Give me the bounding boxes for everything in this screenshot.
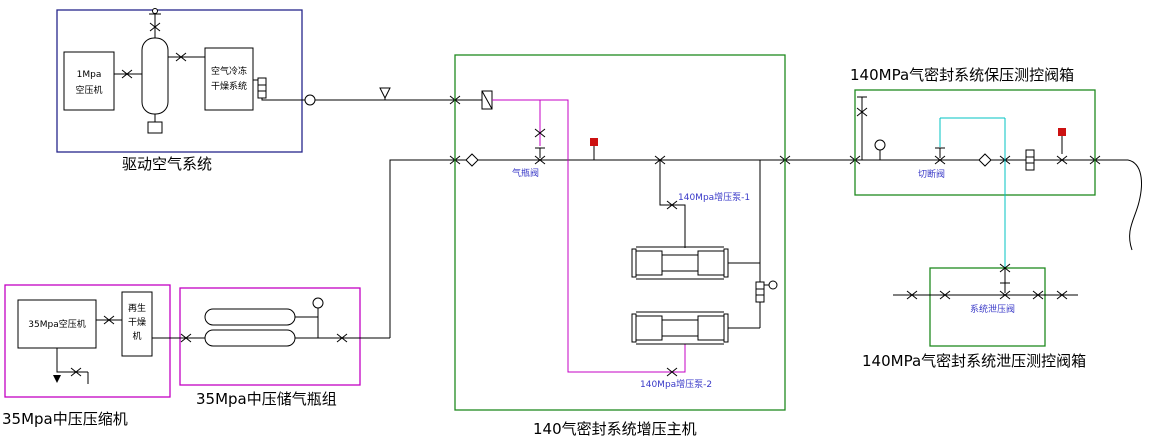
auto-drain	[147, 121, 163, 134]
pump-tie-rods	[636, 246, 724, 280]
pump-cylinder	[697, 250, 725, 276]
drive-air-line	[302, 87, 461, 106]
actuated-valve-icon	[999, 282, 1011, 300]
system-relief-valve-label: 系统泄压阀	[970, 303, 1015, 315]
booster-pump1-label: 140Mpa增压泵-1	[678, 191, 750, 203]
cylinder-valve-label: 气瓶阀	[512, 167, 539, 179]
filter-icon	[1025, 149, 1035, 171]
filter-icon	[257, 77, 267, 99]
compressor-35mpa-label: 35Mpa空压机	[28, 318, 85, 330]
pump-body	[661, 254, 699, 272]
mp-compressor-box	[4, 284, 171, 398]
outlet-hose	[1127, 159, 1142, 251]
pilot-line	[939, 117, 1006, 268]
drain-pipe	[56, 348, 89, 384]
gauge-icon	[312, 297, 324, 318]
hold-box	[854, 89, 1096, 196]
regulator-icon	[481, 90, 493, 110]
drive-air-system: 1Mpa 空压机 空气冷冻 干燥系统 驱动空气系统	[56, 8, 303, 173]
check-valve-icon	[978, 153, 992, 167]
pump-cylinder	[635, 250, 663, 276]
section-title-mp-storage: 35Mpa中压储气瓶组	[196, 390, 337, 408]
pump-end-plate	[631, 248, 637, 278]
drive-air-box	[56, 9, 303, 153]
booster-pump2-label: 140Mpa增压泵-2	[640, 378, 712, 390]
compressor-1mpa-box	[63, 51, 115, 111]
gas-cylinder-1	[204, 308, 296, 326]
regen-dryer-label-2: 干燥	[128, 317, 146, 328]
gauge-icon	[768, 280, 778, 290]
section-title-relief-box: 140MPa气密封系统泄压测控阀箱	[862, 352, 1086, 370]
check-valve-icon	[465, 153, 479, 167]
freeze-dryer-label-1: 空气冷冻	[211, 65, 247, 77]
section-title-drive-air: 驱动空气系统	[122, 155, 212, 173]
gas-cylinder-2	[204, 329, 296, 347]
compressor-35mpa-box	[17, 299, 97, 349]
pump-body	[661, 319, 699, 337]
tank-vent-pipe	[149, 13, 161, 38]
relief-pipe	[893, 268, 1078, 296]
mp-compressor-system: 35Mpa空压机 再生 干燥 机 35Mpa中压压缩机	[2, 284, 171, 428]
vent-stub-pipe	[857, 96, 867, 160]
section-title-booster-host: 140气密封系统增压主机	[533, 420, 697, 438]
pressure-hold-valve-box: 140MPa气密封系统保压测控阀箱 切断阀	[850, 66, 1096, 268]
booster-host-system: 140Mpa增压泵-1 140Mpa增压泵-2 140气密封系统增压主机	[454, 54, 786, 438]
gauge-icon	[874, 139, 886, 151]
relief-box	[929, 267, 1046, 347]
freeze-dryer-box	[204, 47, 254, 111]
compressor-1mpa-label-1: 1Mpa	[77, 70, 102, 80]
pump-end-plate	[723, 313, 729, 343]
air-drive-pipe	[492, 99, 686, 373]
regen-dryer-label-1: 再生	[128, 302, 146, 314]
regen-dryer-box	[121, 291, 153, 357]
drain-arrow-icon	[53, 375, 61, 383]
pump-output-pipe	[728, 160, 761, 329]
manifold-pipe	[295, 316, 319, 338]
section-title-hold-box: 140MPa气密封系统保压测控阀箱	[850, 66, 1074, 84]
freeze-dryer-label-2: 干燥系统	[211, 80, 247, 92]
pump-tie-rods	[636, 311, 724, 345]
gauge-icon	[304, 94, 316, 106]
cutoff-valve-label: 切断阀	[918, 168, 945, 180]
mp-storage-system: 35Mpa中压储气瓶组	[152, 287, 390, 408]
vent-cap-icon	[152, 8, 158, 14]
section-title-mp-compressor: 35Mpa中压压缩机	[2, 410, 128, 428]
pump-end-plate	[631, 313, 637, 343]
pump-cylinder	[697, 315, 725, 341]
funnel-filter-icon	[379, 87, 391, 101]
pressure-sensor-icon	[1058, 128, 1066, 136]
booster-pump-1	[631, 246, 729, 280]
booster-pump-2	[631, 311, 729, 345]
compressor-1mpa-label-2: 空压机	[75, 84, 102, 96]
filter-icon	[755, 281, 765, 303]
mp-storage-box	[179, 287, 361, 386]
actuated-valve-icon	[534, 147, 546, 165]
pump-cylinder	[635, 315, 663, 341]
regen-dryer-label-3: 机	[132, 330, 141, 342]
booster-host-box	[454, 54, 786, 411]
main-pipe	[389, 159, 1128, 338]
actuated-valve-icon	[934, 147, 946, 165]
air-tank	[141, 37, 169, 115]
pump-end-plate	[723, 248, 729, 278]
pressure-sensor-icon	[590, 138, 598, 146]
main-gas-line: 气瓶阀	[389, 128, 1142, 338]
pressure-relief-valve-box: 140MPa气密封系统泄压测控阀箱 系统泄压阀	[862, 263, 1086, 370]
